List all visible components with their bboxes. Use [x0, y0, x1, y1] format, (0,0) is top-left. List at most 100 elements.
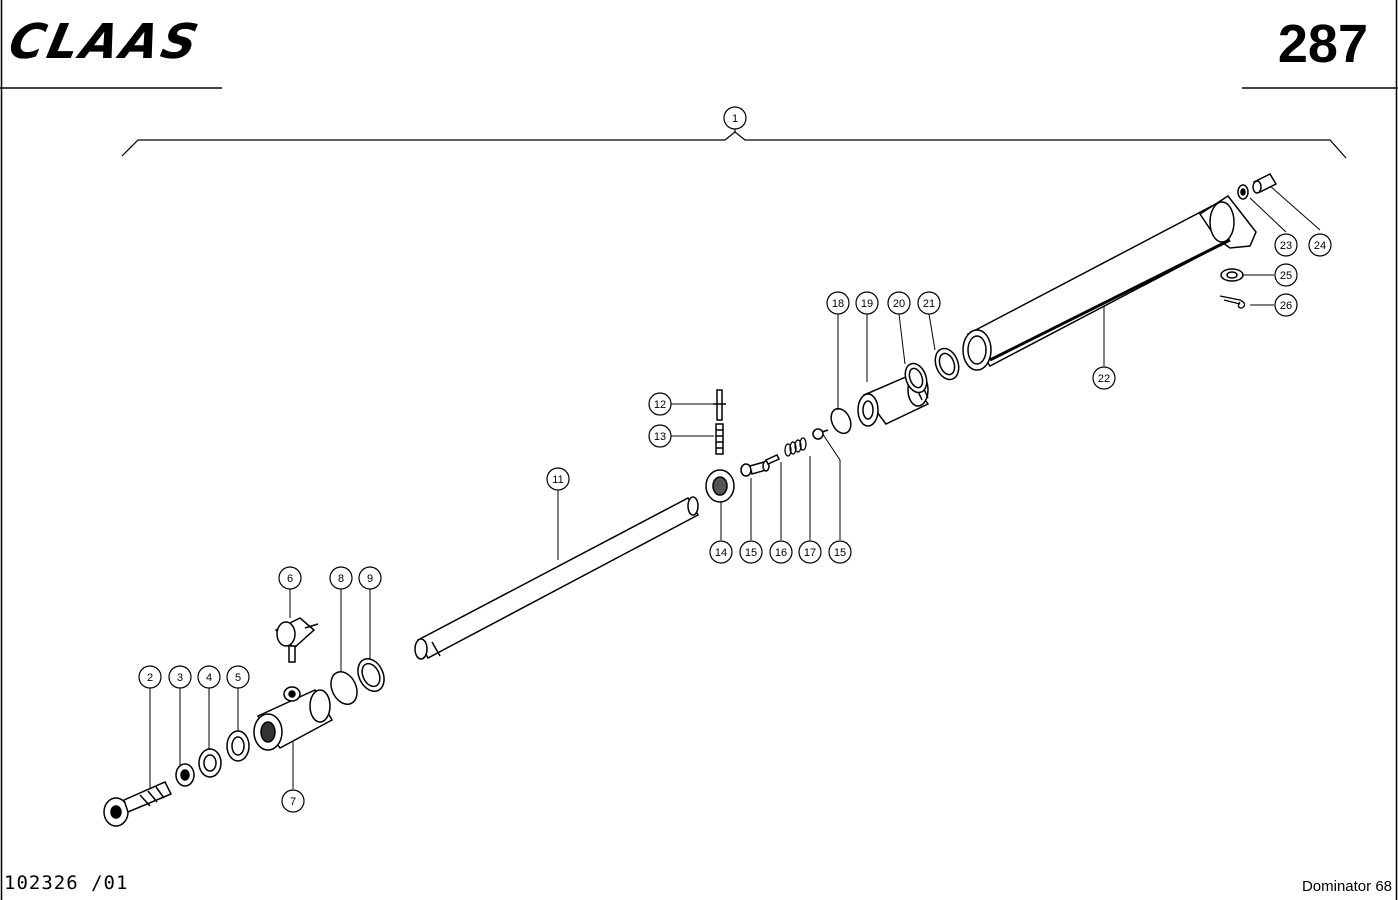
callout-circle [1092, 366, 1116, 390]
callout-13: 13 [648, 424, 672, 448]
callout-17: 17 [798, 540, 822, 564]
callout-label: 24 [1314, 240, 1326, 252]
callout-9: 9 [358, 566, 382, 590]
leader-lines [149, 185, 1321, 789]
callout-15: 15 [828, 540, 852, 564]
part-fitting-24 [1252, 173, 1278, 194]
part-valve-15 [740, 460, 770, 477]
part-piston-14 [705, 469, 735, 503]
callout-label: 15 [834, 547, 846, 559]
callout-label: 26 [1280, 300, 1292, 312]
callout-14: 14 [709, 540, 733, 564]
callout-circle [281, 789, 305, 813]
part-nut [175, 763, 195, 787]
callout-circle [546, 467, 570, 491]
callout-circle [278, 566, 302, 590]
callout-15: 15 [739, 540, 763, 564]
callout-label: 17 [804, 547, 816, 559]
callout-circle [226, 665, 250, 689]
callout-5: 5 [226, 665, 250, 689]
document-number: 102326 /01 [4, 872, 129, 894]
callout-label: 20 [893, 298, 905, 310]
part-roll-pin-13 [715, 423, 724, 455]
callout-circle [887, 291, 911, 315]
callout-circle [1308, 233, 1332, 257]
callout-23: 23 [1274, 233, 1298, 257]
part-seal-4 [198, 748, 222, 778]
callout-circle [739, 540, 763, 564]
callout-1: 1 [723, 106, 747, 130]
callout-25: 25 [1274, 263, 1298, 287]
callout-circle [1274, 233, 1298, 257]
callout-label: 9 [367, 573, 373, 585]
callout-label: 13 [654, 431, 666, 443]
callout-circle [798, 540, 822, 564]
callout-circle [723, 106, 747, 130]
callout-label: 1 [732, 113, 738, 125]
callout-label: 7 [290, 796, 296, 808]
callout-2: 2 [138, 665, 162, 689]
machine-model: Dominator 68 [1301, 878, 1392, 895]
callout-circle [769, 540, 793, 564]
part-spring-17 [784, 437, 807, 457]
part-grease-nipple-6 [274, 617, 319, 663]
part-pin-16 [764, 454, 781, 465]
callout-19: 19 [855, 291, 879, 315]
callout-label: 4 [206, 672, 212, 684]
callout-circle [197, 665, 221, 689]
callout-3: 3 [168, 665, 192, 689]
callout-circle [168, 665, 192, 689]
callout-label: 5 [235, 672, 241, 684]
callout-8: 8 [329, 566, 353, 590]
part-split-pin-26 [1219, 295, 1246, 309]
callout-circle [648, 424, 672, 448]
callout-22: 22 [1092, 366, 1116, 390]
part-seal-21 [934, 347, 960, 381]
part-o-ring-18 [830, 407, 852, 435]
assembly-bracket [121, 128, 1347, 159]
part-valve-15b [812, 428, 829, 440]
callout-label: 8 [338, 573, 344, 585]
callout-circle [828, 540, 852, 564]
callout-20: 20 [887, 291, 911, 315]
callout-6: 6 [278, 566, 302, 590]
callout-11: 11 [546, 467, 570, 491]
part-cylinder-tube-22 [962, 194, 1257, 371]
page-number: 287 [1277, 14, 1368, 74]
callout-label: 22 [1098, 373, 1110, 385]
callout-label: 12 [654, 399, 666, 411]
part-seal-5 [226, 730, 250, 762]
callout-18: 18 [826, 291, 850, 315]
part-ring-9 [357, 658, 385, 692]
callout-circle [358, 566, 382, 590]
callout-24: 24 [1308, 233, 1332, 257]
callout-circle [709, 540, 733, 564]
part-o-ring-8 [330, 671, 358, 705]
callout-label: 3 [177, 672, 183, 684]
callout-label: 21 [923, 298, 935, 310]
callout-circle [826, 291, 850, 315]
callout-label: 23 [1280, 240, 1292, 252]
callout-label: 15 [745, 547, 757, 559]
callout-circle [329, 566, 353, 590]
callout-label: 16 [775, 547, 787, 559]
callout-12: 12 [648, 392, 672, 416]
callout-16: 16 [769, 540, 793, 564]
callout-circle [917, 291, 941, 315]
part-cylinder-head-7 [253, 686, 334, 751]
part-washer-23 [1237, 184, 1249, 200]
callout-7: 7 [281, 789, 305, 813]
callout-label: 6 [287, 573, 293, 585]
part-seal-20 [904, 362, 928, 394]
callout-circle [1274, 293, 1298, 317]
callout-4: 4 [197, 665, 221, 689]
callout-circle [648, 392, 672, 416]
callout-21: 21 [917, 291, 941, 315]
callout-26: 26 [1274, 293, 1298, 317]
part-piston-rod-11 [414, 496, 700, 660]
callout-label: 14 [715, 547, 727, 559]
callout-label: 2 [147, 672, 153, 684]
